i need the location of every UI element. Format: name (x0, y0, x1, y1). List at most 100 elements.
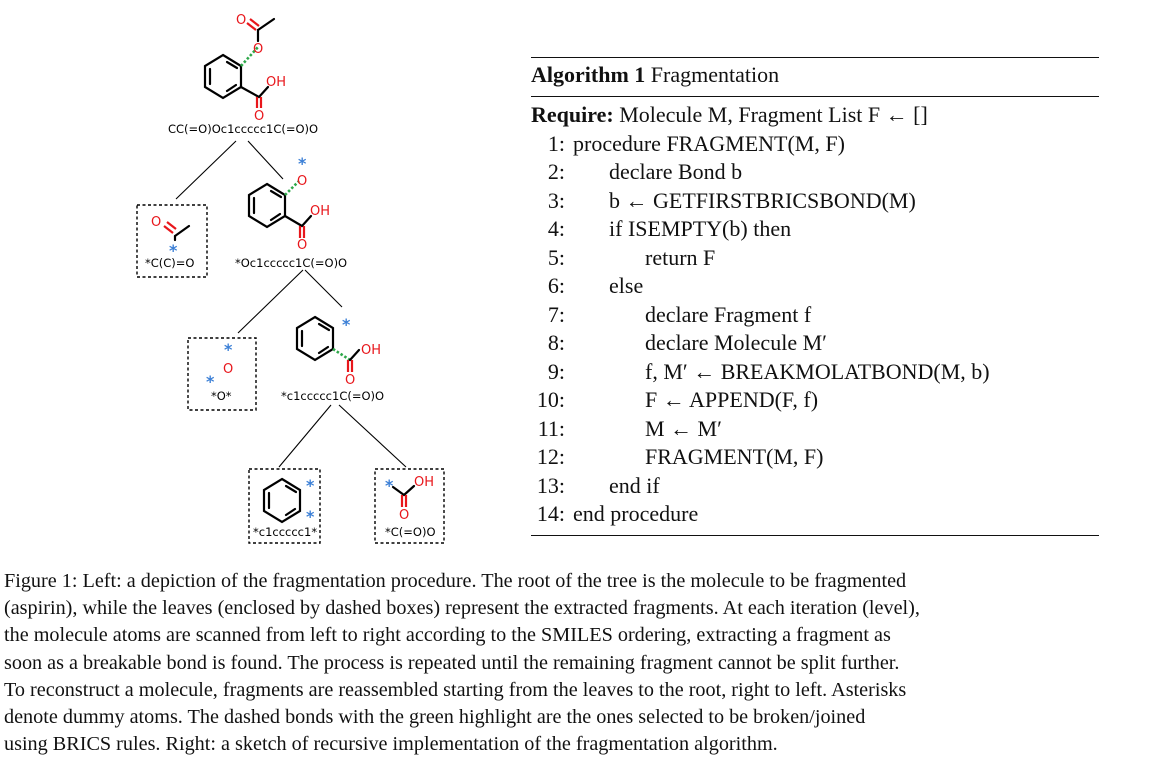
acetyl-fragment (163, 221, 191, 242)
algorithm-line: 6: else (531, 272, 1099, 301)
figure-caption: Figure 1: Left: a depiction of the fragm… (4, 568, 1164, 758)
algorithm-line: 11:M ← M′ (531, 415, 1099, 444)
hydroxyl-group: OH (414, 475, 434, 490)
line-text: declare Fragment f (645, 301, 812, 327)
line-number: 7: (547, 301, 565, 327)
algorithm-require: Require: Molecule M, Fragment List F ← [… (531, 101, 1099, 130)
tree-edge (304, 269, 343, 308)
line-text: F ← APPEND(F, f) (645, 387, 819, 412)
hydroxyl-group: OH (361, 343, 381, 358)
smiles-fragment: *C(C)=O (145, 256, 195, 270)
caption-line: soon as a breakable bond is found. The p… (4, 651, 900, 674)
dummy-atom: * (385, 476, 394, 495)
line-number: 12: (536, 444, 565, 469)
line-number: 4: (547, 216, 565, 241)
fragment-box (187, 337, 257, 411)
algorithm-line: 5: return F (531, 244, 1099, 273)
oxygen-atom: O (399, 508, 409, 523)
aspirin-molecule (203, 17, 276, 108)
algorithm-line: 2: declare Bond b (531, 158, 1099, 187)
oxygen-atom: O (236, 13, 246, 28)
oxygen-atom: O (297, 174, 307, 189)
algorithm-line: 12: FRAGMENT(M, F) (531, 443, 1099, 472)
algorithm-line: 13: end if (531, 472, 1099, 501)
algorithm-line: 3:b ← GETFIRSTBRICSBOND(M) (531, 187, 1099, 216)
smiles-intermediate: *Oc1ccccc1C(=O)O (235, 256, 348, 270)
oxygen-atom: O (151, 215, 161, 230)
line-text: return F (645, 244, 716, 270)
algorithm-line: 9: f, M′ ← BREAKMOLATBOND(M, b) (531, 358, 1099, 387)
level2-molecule (295, 315, 361, 372)
oxygen-atom: O (223, 362, 233, 377)
tree-edge (237, 269, 304, 334)
line-number: 2: (547, 159, 565, 184)
oxygen-atom: O (254, 109, 264, 124)
smiles-fragment: *c1ccccc1* (253, 525, 318, 539)
oxygen-atom: O (297, 238, 307, 253)
oxygen-atom: O (253, 42, 263, 57)
smiles-root: CC(=O)Oc1ccccc1C(=O)O (168, 122, 319, 136)
algorithm-number: Algorithm 1 (531, 62, 646, 87)
fragmentation-tree: .bond { stroke: #000; stroke-width: 2.2;… (136, 13, 445, 544)
line-text: end if (609, 472, 660, 498)
algorithm-line: 14: end procedure (531, 500, 1099, 529)
oxygen-atom: O (345, 373, 355, 388)
fragment-box (248, 468, 321, 544)
line-number: 13: (536, 472, 565, 498)
line-number: 6: (547, 273, 565, 298)
hydroxyl-group: OH (266, 75, 286, 90)
dummy-atom: * (169, 241, 178, 260)
algorithm-line: 8: declare Molecule M′ (531, 329, 1099, 358)
algorithm-block: Algorithm 1 Fragmentation Require: Molec… (531, 57, 1099, 536)
line-text: f, M′ ← BREAKMOLATBOND(M, b) (645, 358, 990, 384)
algorithm-line: 10: F ← APPEND(F, f) (531, 386, 1099, 415)
dummy-atom: * (342, 315, 351, 334)
algorithm-line: 1: procedure FRAGMENT(M, F) (531, 130, 1099, 159)
tree-edge (175, 140, 237, 200)
algorithm-title: Algorithm 1 Fragmentation (531, 58, 1099, 90)
line-text: declare Molecule M′ (645, 330, 827, 355)
line-text: end procedure (573, 501, 699, 526)
fragment-box (374, 468, 445, 544)
line-number: 14: (536, 501, 565, 526)
line-number: 10: (536, 387, 565, 412)
line-number: 9: (547, 358, 565, 384)
tree-edge (338, 404, 407, 468)
algorithm-top-rule (531, 57, 1099, 58)
caption-line: denote dummy atoms. The dashed bonds wit… (4, 706, 866, 729)
smiles-fragment: *O* (211, 389, 232, 403)
level1-molecule (247, 180, 313, 238)
line-text: else (609, 273, 644, 298)
caption-line: Figure 1: Left: a depiction of the fragm… (4, 570, 907, 592)
hydroxyl-group: OH (310, 204, 330, 219)
tree-edge (247, 140, 284, 180)
line-number: 1: (547, 130, 565, 156)
line-text: if ISEMPTY(b) then (609, 216, 792, 241)
algorithm-lines: Require: Molecule M, Fragment List F ← [… (531, 97, 1099, 529)
fragment-box (136, 204, 208, 278)
line-number: 3: (547, 187, 565, 213)
carboxyl-fragment (391, 484, 416, 507)
require-keyword: Require: (531, 102, 614, 127)
caption-line: using BRICS rules. Right: a sketch of re… (4, 733, 778, 756)
line-text: FRAGMENT(M, F) (645, 444, 824, 469)
caption-line: To reconstruct a molecule, fragments are… (4, 678, 907, 701)
tree-edge (278, 404, 332, 468)
smiles-fragment: *C(=O)O (385, 525, 436, 539)
algorithm-line: 7: declare Fragment f (531, 301, 1099, 330)
dummy-atom: * (206, 372, 215, 391)
dummy-atom: * (298, 154, 307, 173)
smiles-intermediate: *c1ccccc1C(=O)O (281, 389, 385, 403)
line-text: declare Bond b (609, 159, 743, 184)
line-text: procedure FRAGMENT(M, F) (573, 130, 845, 156)
dummy-atom: * (306, 476, 315, 495)
algorithm-line: 4: if ISEMPTY(b) then (531, 215, 1099, 244)
line-number: 5: (547, 244, 565, 270)
line-number: 8: (547, 330, 565, 355)
require-text: Molecule M, Fragment List F ← [] (619, 102, 928, 127)
algorithm-mid-rule (531, 96, 1099, 97)
dummy-atom: * (224, 340, 233, 359)
algorithm-name: Fragmentation (650, 62, 780, 87)
caption-line: the molecule atoms are scanned from left… (4, 624, 891, 647)
algorithm-bottom-rule (531, 534, 1099, 536)
